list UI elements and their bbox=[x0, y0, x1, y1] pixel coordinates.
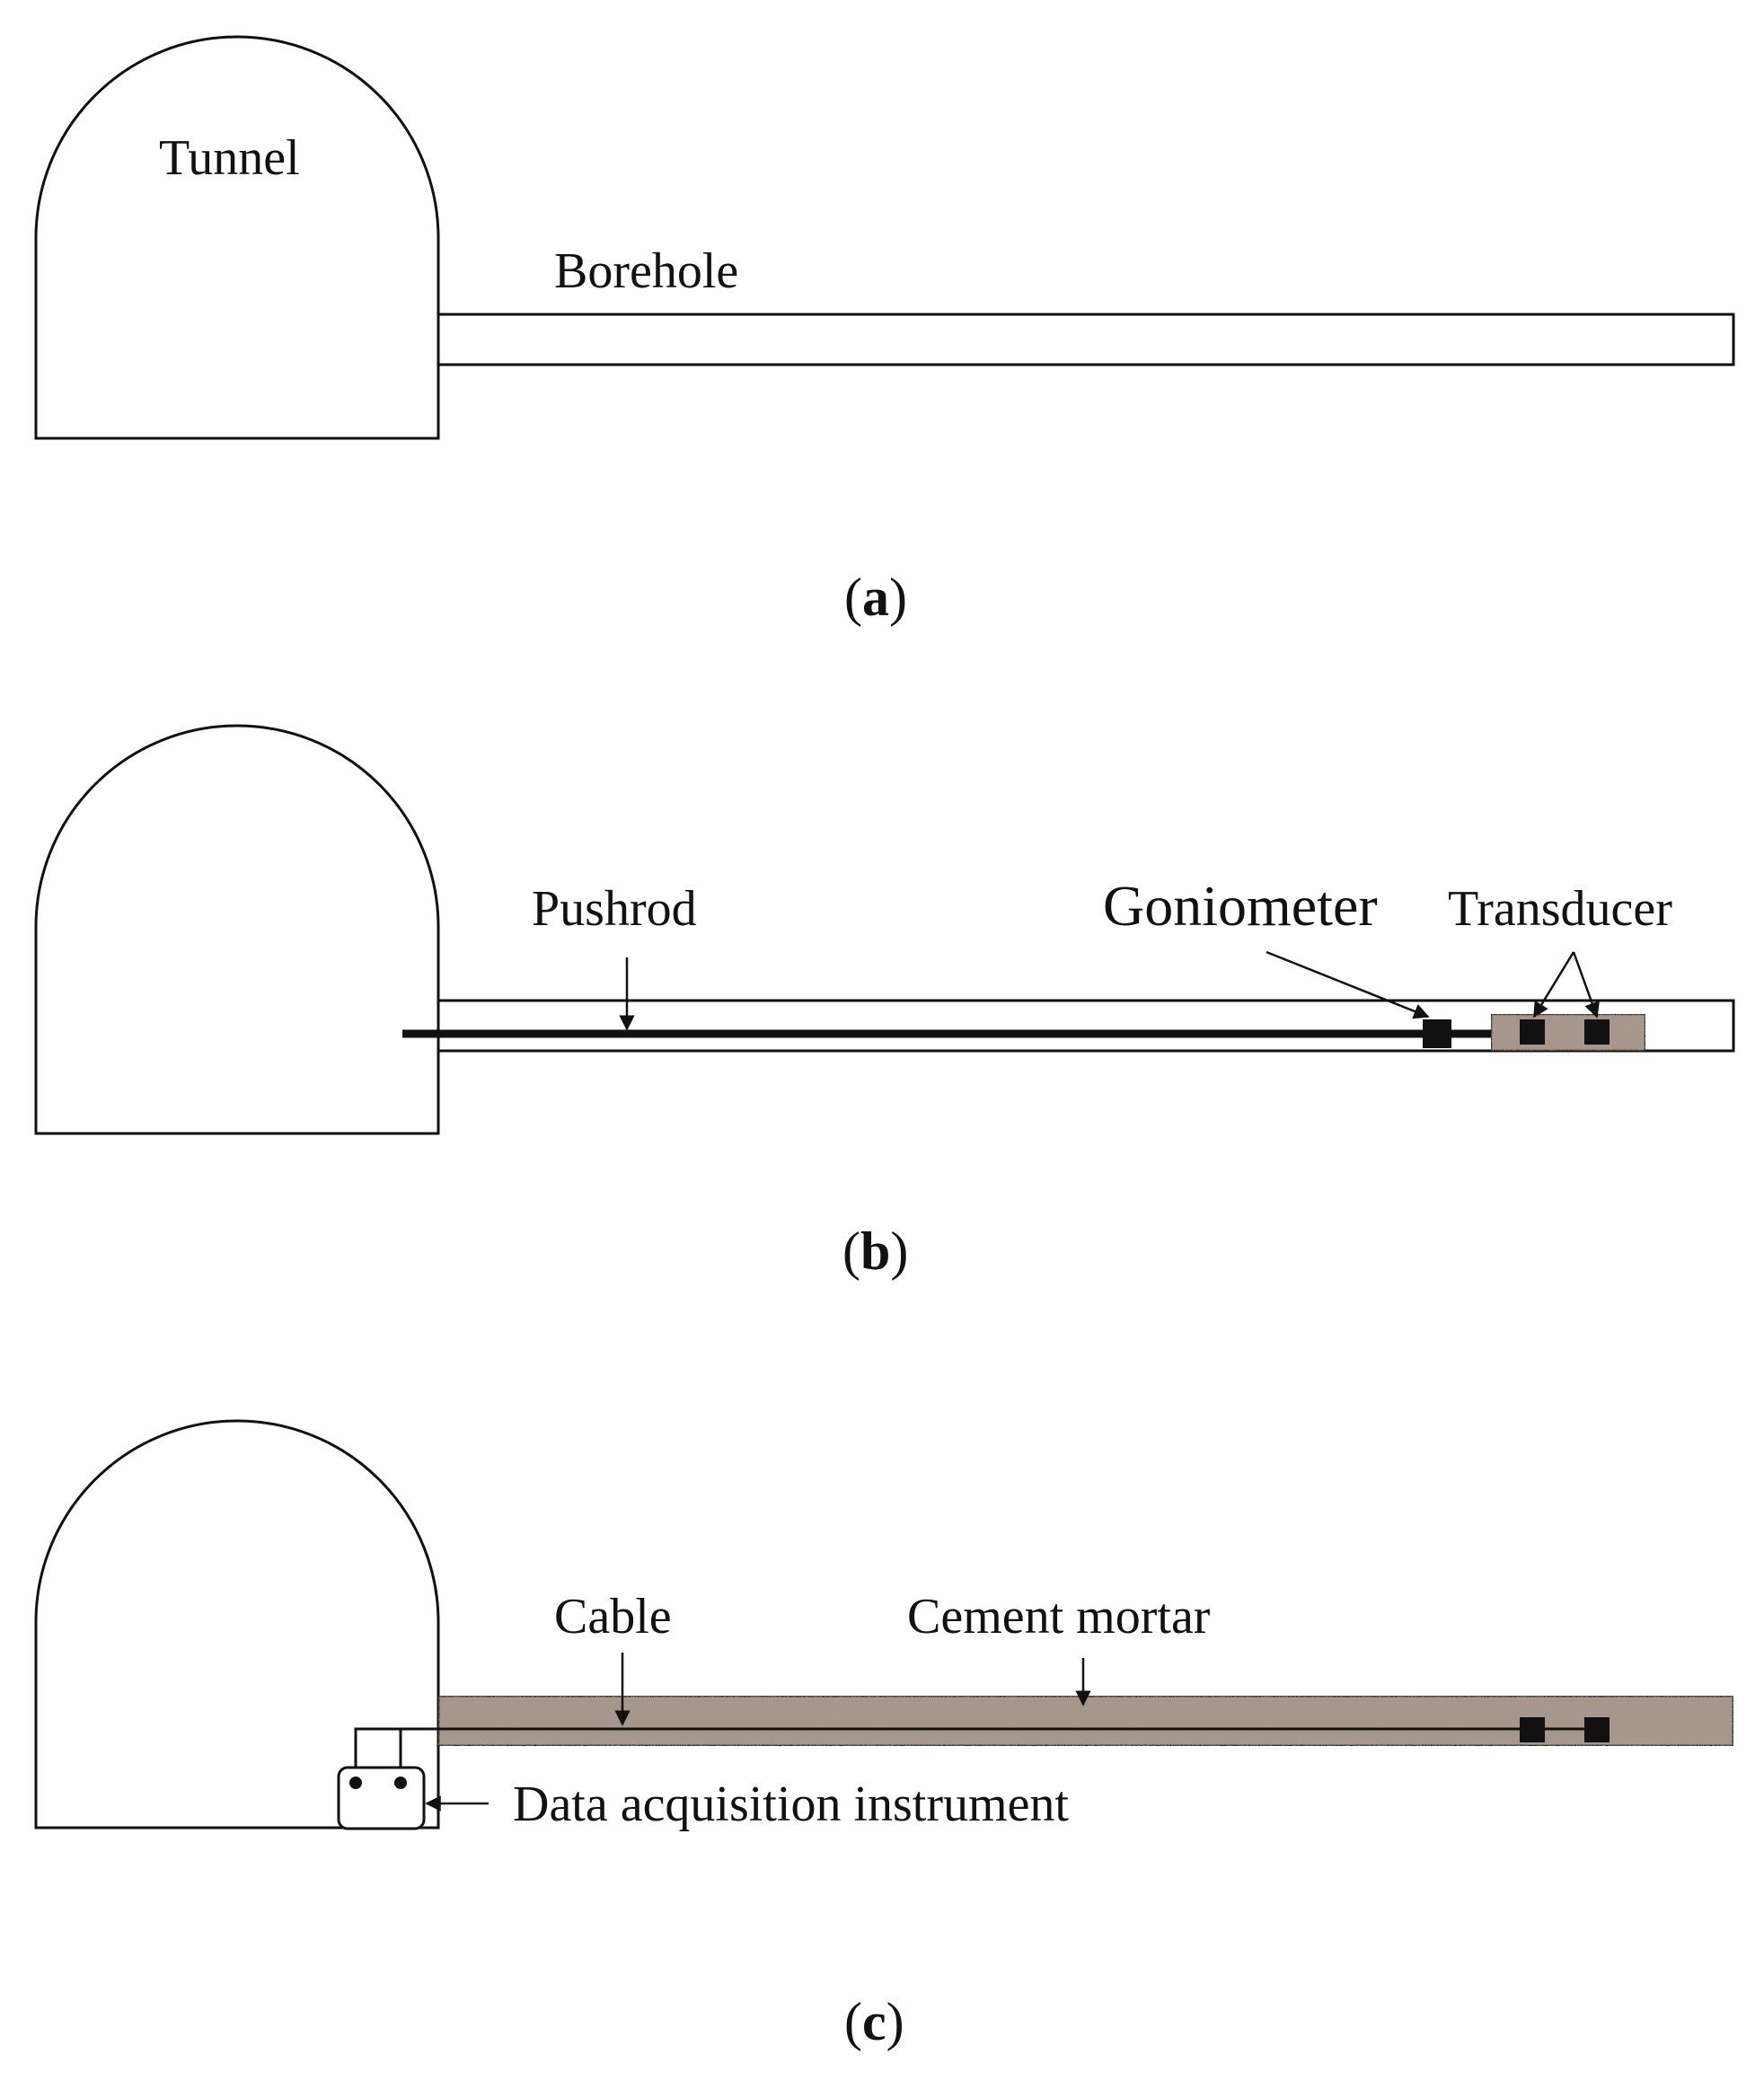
transducer-block-2 bbox=[1584, 1019, 1610, 1045]
goniometer-label: Goniometer bbox=[1103, 874, 1378, 938]
embedded-transducer-2 bbox=[1584, 1717, 1610, 1742]
panel-c: Cable Cement mortar Data acquisition ins… bbox=[34, 1419, 1735, 2051]
tunnel-outline bbox=[34, 724, 440, 1135]
tunnel-outline bbox=[34, 35, 440, 440]
tunnel-outline bbox=[34, 1419, 440, 1830]
caption-a: (a) bbox=[844, 568, 907, 627]
goniometer-arrow bbox=[1266, 950, 1430, 1019]
panel-a: Tunnel Borehole (a) bbox=[34, 35, 1735, 627]
borehole-outline bbox=[437, 313, 1735, 366]
panel-b: Pushrod Goniometer Transducer (b) bbox=[34, 724, 1735, 1281]
transducer-housing bbox=[1489, 1012, 1647, 1053]
cable-lead bbox=[354, 1727, 402, 1771]
goniometer-block bbox=[1423, 1019, 1451, 1048]
pushrod-label: Pushrod bbox=[532, 881, 697, 937]
instrument-terminal-1 bbox=[349, 1777, 362, 1789]
borehole-outline bbox=[437, 999, 1735, 1053]
tunnel-label: Tunnel bbox=[159, 130, 300, 186]
cement-mortar-label: Cement mortar bbox=[907, 1589, 1211, 1645]
transducer-arrow-1 bbox=[1532, 951, 1575, 1018]
embedded-transducer-1 bbox=[1520, 1717, 1545, 1742]
data-acquisition-label: Data acquisition instrument bbox=[513, 1777, 1069, 1832]
caption-b: (b) bbox=[842, 1221, 908, 1281]
transducer-block-1 bbox=[1520, 1019, 1545, 1045]
borehole-label: Borehole bbox=[554, 243, 738, 299]
caption-c: (c) bbox=[844, 1992, 904, 2051]
cable-label: Cable bbox=[554, 1589, 672, 1645]
instrument-terminal-2 bbox=[394, 1777, 407, 1789]
data-acquisition-instrument bbox=[337, 1766, 426, 1830]
transducer-label: Transducer bbox=[1448, 881, 1672, 937]
transducer-arrow-2 bbox=[1572, 951, 1600, 1018]
